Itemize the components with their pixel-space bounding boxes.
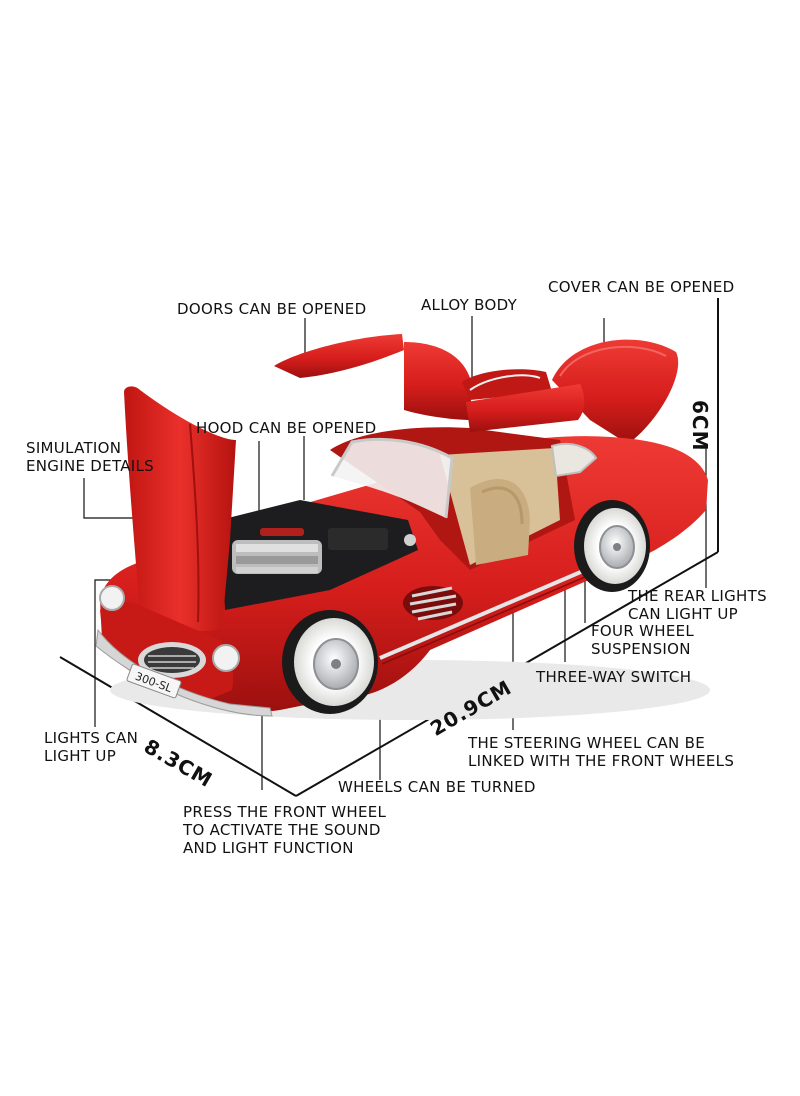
callout-press-front-wheel: PRESS THE FRONT WHEEL TO ACTIVATE THE SO… (183, 803, 386, 857)
callout-wheels-text: WHEELS CAN BE TURNED (338, 778, 536, 796)
callout-lights-line-1: LIGHTS CAN (44, 729, 139, 747)
callout-steering-line-1: THE STEERING WHEEL CAN BE (468, 734, 705, 752)
callout-rear-lights-line-2: CAN LIGHT UP (628, 605, 738, 623)
callout-press-line-2: TO ACTIVATE THE SOUND (183, 821, 381, 839)
right-headlight (212, 644, 240, 672)
callout-rear-lights: THE REAR LIGHTS CAN LIGHT UP (628, 587, 767, 623)
callout-lights: LIGHTS CAN LIGHT UP (44, 729, 138, 765)
callout-rear-lights-line-1: THE REAR LIGHTS (628, 587, 767, 605)
callout-alloy-body: ALLOY BODY (421, 296, 517, 314)
callout-suspension: FOUR WHEEL SUSPENSION (591, 622, 694, 658)
dimension-height: 6CM (688, 400, 712, 452)
side-vent (403, 586, 463, 621)
callout-engine-line-1: SIMULATION (26, 439, 122, 457)
callout-cover-text: COVER CAN BE OPENED (548, 278, 735, 296)
callout-wheels-turned: WHEELS CAN BE TURNED (338, 778, 536, 796)
callout-cover-opened: COVER CAN BE OPENED (548, 278, 734, 296)
left-headlight (99, 585, 125, 611)
callout-engine-details: SIMULATION ENGINE DETAILS (26, 439, 154, 475)
callout-alloy-text: ALLOY BODY (421, 296, 518, 314)
callout-suspension-line-2: SUSPENSION (591, 640, 691, 658)
car-body-group: 300-SL (95, 334, 710, 720)
callout-switch-text: THREE-WAY SWITCH (536, 668, 692, 686)
callout-three-way-switch: THREE-WAY SWITCH (536, 668, 691, 686)
callout-hood-opened: HOOD CAN BE OPENED (196, 419, 376, 437)
callout-steering-line-2: LINKED WITH THE FRONT WHEELS (468, 752, 735, 770)
callout-suspension-line-1: FOUR WHEEL (591, 622, 695, 640)
front-wheel (282, 610, 378, 714)
callout-engine-line-2: ENGINE DETAILS (26, 457, 155, 475)
callout-steering-wheel: THE STEERING WHEEL CAN BE LINKED WITH TH… (468, 734, 734, 770)
engine-detail (232, 528, 388, 574)
callout-press-line-3: AND LIGHT FUNCTION (183, 839, 354, 857)
rear-wheel (574, 500, 650, 592)
callout-lights-line-2: LIGHT UP (44, 747, 117, 765)
callout-hood-text: HOOD CAN BE OPENED (196, 419, 377, 437)
callout-press-line-1: PRESS THE FRONT WHEEL (183, 803, 387, 821)
callout-doors-text: DOORS CAN BE OPENED (177, 300, 367, 318)
callout-doors-opened: DOORS CAN BE OPENED (177, 300, 366, 318)
